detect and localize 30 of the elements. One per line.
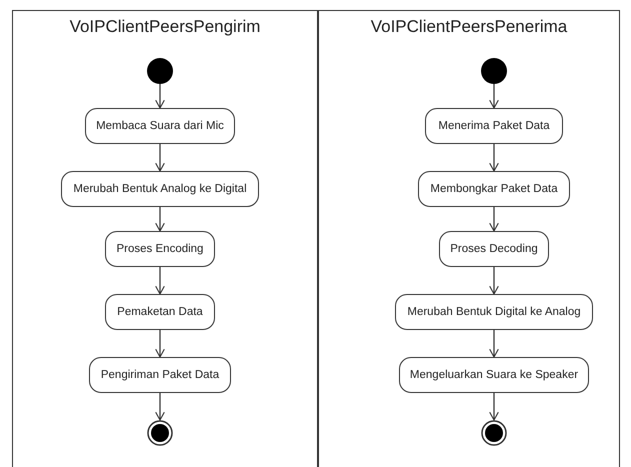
arrow (154, 84, 166, 109)
arrow (488, 393, 500, 421)
activity-box: Membaca Suara dari Mic (85, 108, 235, 144)
final-node (481, 420, 507, 446)
arrow (154, 393, 166, 421)
activity-box: Pengiriman Paket Data (89, 357, 231, 393)
arrow (488, 207, 500, 232)
swimlane-title: VoIPClientPeersPenerima (370, 17, 568, 37)
arrow (488, 267, 500, 295)
swimlane (12, 10, 318, 467)
initial-node (481, 58, 507, 84)
arrow (154, 207, 166, 232)
activity-box: Merubah Bentuk Digital ke Analog (395, 294, 593, 330)
final-node (147, 420, 173, 446)
activity-box: Merubah Bentuk Analog ke Digital (61, 171, 259, 207)
activity-box: Proses Decoding (439, 231, 549, 267)
activity-box: Mengeluarkan Suara ke Speaker (399, 357, 589, 393)
arrow (488, 144, 500, 172)
initial-node (147, 58, 173, 84)
activity-box: Proses Encoding (105, 231, 215, 267)
activity-box: Membongkar Paket Data (418, 171, 570, 207)
arrow (154, 267, 166, 295)
swimlane (318, 10, 620, 467)
swimlane-title: VoIPClientPeersPengirim (68, 17, 262, 37)
arrow (154, 330, 166, 358)
arrow (154, 144, 166, 172)
arrow (488, 330, 500, 358)
arrow (488, 84, 500, 109)
activity-box: Pemaketan Data (105, 294, 215, 330)
activity-box: Menerima Paket Data (425, 108, 563, 144)
